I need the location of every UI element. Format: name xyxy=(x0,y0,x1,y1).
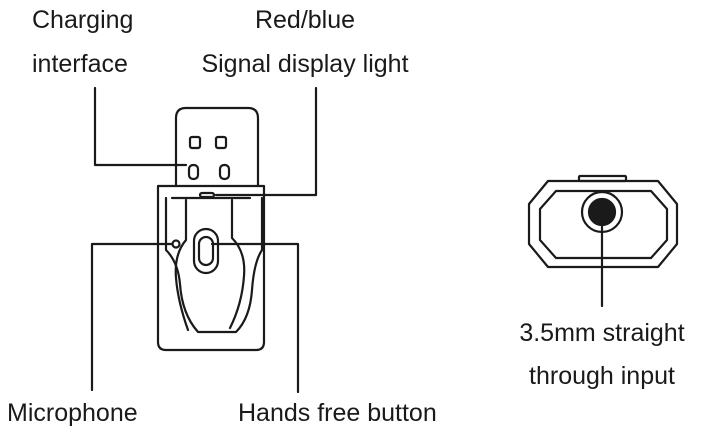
signal-light-icon xyxy=(198,191,216,199)
input-line-2: through input xyxy=(529,362,675,390)
signal-light-label: Red/blue Signal display light xyxy=(180,5,430,80)
charging-line-1: Charging xyxy=(32,6,134,34)
hands-free-label: Hands free button xyxy=(238,398,437,429)
signal-line-2: Signal display light xyxy=(201,50,409,78)
microphone-leader-line xyxy=(90,242,174,392)
audio-jack-icon xyxy=(587,197,617,227)
microphone-text: Microphone xyxy=(7,399,138,427)
charging-interface-label: Charging interface xyxy=(32,5,133,80)
adapter-body xyxy=(156,184,266,352)
audio-jack-end-view xyxy=(527,174,679,269)
microphone-hole-icon xyxy=(171,239,181,249)
signal-line-1: Red/blue xyxy=(254,6,356,34)
signal-leader-line xyxy=(214,86,318,197)
input-line-1: 3.5mm straight xyxy=(519,319,685,347)
usb-connector-icon xyxy=(174,106,260,188)
charging-line-2: interface xyxy=(32,50,128,78)
microphone-label: Microphone xyxy=(7,398,138,429)
hands-free-text: Hands free button xyxy=(238,399,437,427)
input-label: 3.5mm straight through input xyxy=(497,318,707,392)
charging-leader-line xyxy=(93,86,188,167)
hands-free-button-icon xyxy=(192,227,220,275)
hands-free-leader-line xyxy=(210,242,300,394)
